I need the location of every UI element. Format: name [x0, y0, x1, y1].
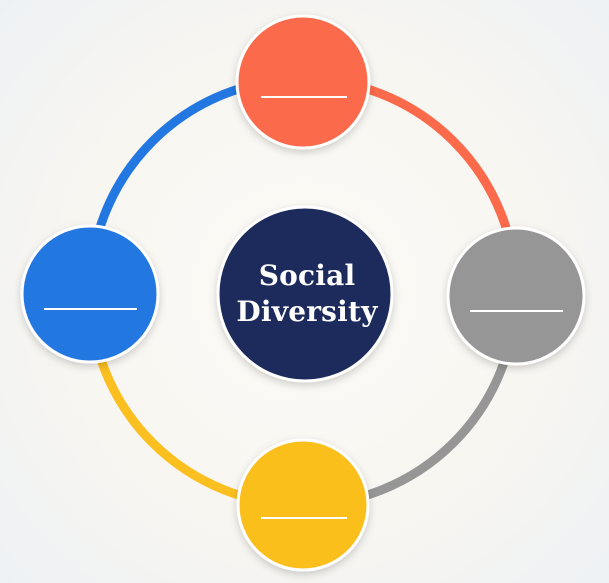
node-bottom	[236, 438, 370, 572]
center-title-line-2: Diversity	[236, 295, 378, 328]
center-node	[216, 205, 394, 383]
node-right	[446, 226, 586, 366]
node-top	[235, 14, 371, 150]
center-title-line-1: Social	[258, 259, 356, 292]
center-title: Social Diversity	[222, 258, 392, 330]
node-left	[20, 224, 160, 364]
